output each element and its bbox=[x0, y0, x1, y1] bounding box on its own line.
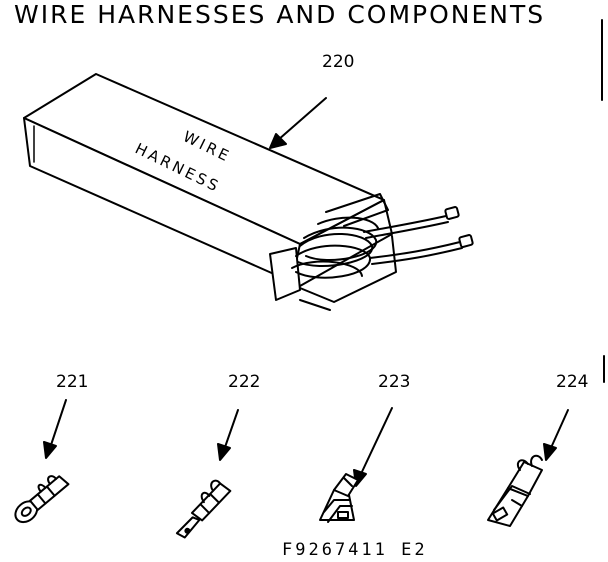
ring-terminal bbox=[14, 475, 70, 524]
figure-code: F9267411 E2 bbox=[282, 540, 428, 560]
callout-224: 224 bbox=[556, 372, 589, 392]
female-receptacle-terminal bbox=[487, 454, 543, 527]
callout-221: 221 bbox=[56, 372, 89, 392]
page-title: WIRE HARNESSES AND COMPONENTS bbox=[14, 0, 546, 29]
spade-terminal bbox=[175, 479, 232, 539]
wire-harness-box: WIRE HARNESS bbox=[23, 73, 474, 311]
callout-222: 222 bbox=[228, 372, 261, 392]
callout-223: 223 bbox=[378, 372, 411, 392]
callout-220: 220 bbox=[322, 52, 355, 72]
flat-receptacle-terminal bbox=[319, 473, 359, 523]
